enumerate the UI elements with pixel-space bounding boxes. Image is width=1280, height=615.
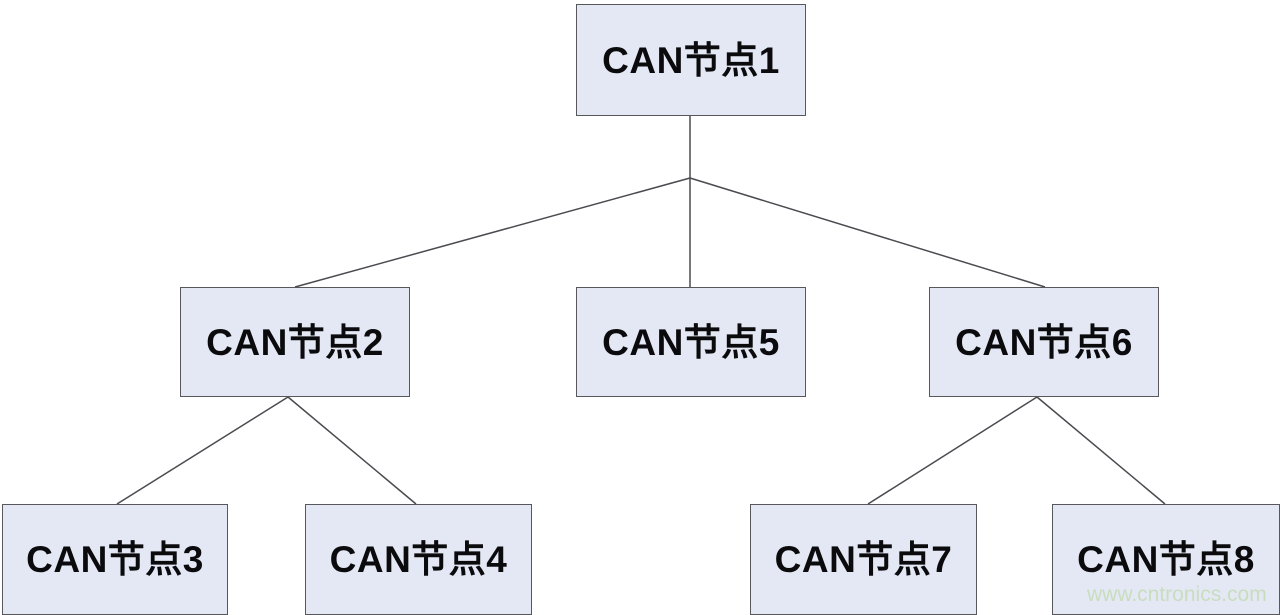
node-can-6[interactable]: CAN节点6 bbox=[929, 287, 1159, 397]
node-can-7[interactable]: CAN节点7 bbox=[750, 504, 977, 615]
edge-node6-to-node8 bbox=[1036, 396, 1166, 505]
node-label: CAN节点1 bbox=[602, 39, 780, 81]
node-can-5[interactable]: CAN节点5 bbox=[576, 287, 806, 397]
node-label: CAN节点5 bbox=[602, 321, 780, 363]
edge-junction-to-node6 bbox=[689, 177, 1046, 288]
node-label: CAN节点3 bbox=[26, 539, 204, 580]
edge-node2-to-node3 bbox=[116, 396, 289, 505]
edge-junction-to-node2 bbox=[294, 177, 691, 288]
node-can-1[interactable]: CAN节点1 bbox=[576, 4, 806, 116]
node-label: CAN节点2 bbox=[206, 321, 384, 363]
site-watermark: www.cntronics.com bbox=[1087, 583, 1267, 606]
node-can-4[interactable]: CAN节点4 bbox=[305, 504, 532, 615]
node-label: CAN节点6 bbox=[955, 321, 1133, 363]
node-label: CAN节点4 bbox=[329, 539, 508, 580]
edge-node2-to-node4 bbox=[287, 396, 417, 505]
node-can-2[interactable]: CAN节点2 bbox=[180, 287, 410, 397]
edge-node6-to-node7 bbox=[867, 396, 1038, 505]
node-label: CAN节点7 bbox=[774, 539, 953, 580]
node-label: CAN节点8 bbox=[1077, 539, 1255, 580]
node-can-3[interactable]: CAN节点3 bbox=[2, 504, 228, 615]
node-can-8[interactable]: CAN节点8 bbox=[1052, 504, 1280, 615]
